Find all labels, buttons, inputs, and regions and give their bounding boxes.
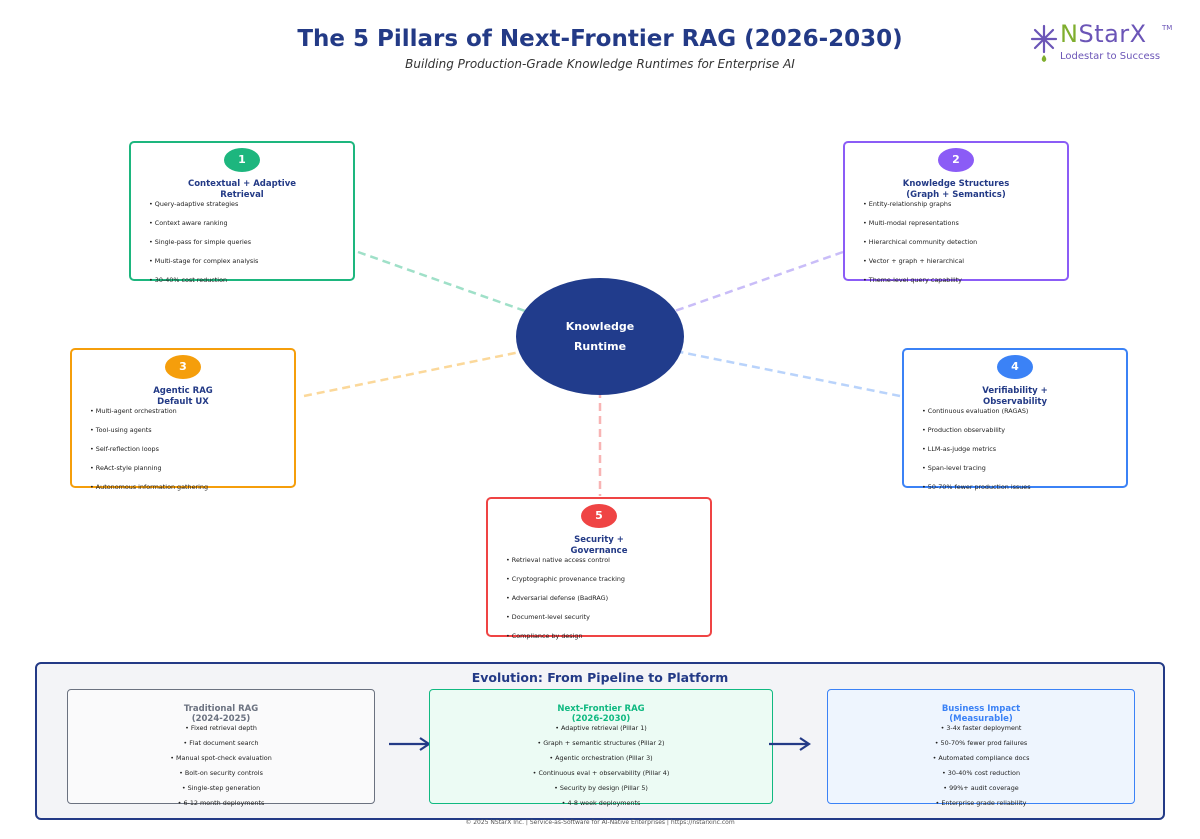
list-item: • Vector + graph + hierarchical (863, 257, 965, 265)
list-item: • Self-reflection loops (90, 445, 159, 453)
pillar-bullets: • Multi-agent orchestration • Tool-using… (90, 407, 208, 502)
list-item: • Graph + semantic structures (Pillar 2) (537, 739, 665, 747)
page-subtitle: Building Production-Grade Knowledge Runt… (405, 57, 795, 71)
list-item: • 30-40% cost reduction (149, 276, 228, 284)
list-item: • Retrieval native access control (506, 556, 610, 564)
page-title: The 5 Pillars of Next-Frontier RAG (2026… (297, 26, 903, 52)
list-item: • 30-40% cost reduction (941, 769, 1021, 777)
list-item: • 50-70% fewer prod failures (934, 739, 1028, 747)
list-item: • Document-level security (506, 613, 590, 621)
list-item: • 50-70% fewer production issues (922, 483, 1031, 491)
hub-label-line2: Runtime (573, 339, 627, 353)
pillar-bullets: • Entity-relationship graphs • Multi-mod… (863, 200, 977, 295)
logo-tagline: Lodestar to Success (1060, 51, 1161, 62)
list-item: • Single-step generation (181, 784, 261, 792)
pillar-card-2: 2 Knowledge Structures(Graph + Semantics… (843, 141, 1069, 284)
list-item: • Cryptographic provenance tracking (506, 575, 625, 583)
pillar-number-badge: 2 (938, 148, 974, 172)
stage-bullets: • Fixed retrieval depth • Flat document … (68, 724, 374, 814)
connector-pillar-2 (671, 250, 844, 314)
pillar-number-badge: 3 (165, 355, 201, 379)
list-item: • Fixed retrieval depth (185, 724, 257, 732)
list-item: • Tool-using agents (90, 426, 152, 434)
connector-pillar-1 (357, 250, 529, 314)
stage-card-traditional: Traditional RAG(2024-2025) • Fixed retri… (67, 689, 375, 807)
pillar-card-4: 4 Verifiability +Observability • Continu… (902, 348, 1128, 491)
knowledge-runtime-hub: Knowledge Runtime (516, 278, 684, 395)
logo-wordmark: NStarX (1060, 20, 1147, 48)
list-item: • Autonomous information gathering (90, 483, 209, 491)
list-item: • Security by design (Pillar 5) (554, 784, 648, 792)
pillar-card-5: 5 Security +Governance • Retrieval nativ… (486, 497, 712, 640)
pillar-number-badge: 4 (997, 355, 1033, 379)
stage-title: Business Impact(Measurable) (941, 704, 1021, 724)
list-item: • 4-8 week deployments (561, 799, 641, 807)
arrow-right-icon (389, 737, 431, 751)
list-item: • Query-adaptive strategies (149, 200, 239, 208)
list-item: • Agentic orchestration (Pillar 3) (549, 754, 653, 762)
list-item: • Continuous evaluation (RAGAS) (922, 407, 1029, 415)
stage-title: Traditional RAG(2024-2025) (183, 704, 259, 724)
list-item: • Multi-stage for complex analysis (149, 257, 259, 265)
list-item: • Flat document search (183, 739, 259, 747)
list-item: • Manual spot-check evaluation (170, 754, 272, 762)
list-item: • ReAct-style planning (90, 464, 162, 472)
stage-bullets: • 3-4x faster deployment • 50-70% fewer … (828, 724, 1134, 814)
list-item: • Entity-relationship graphs (863, 200, 952, 208)
list-item: • Automated compliance docs (932, 754, 1030, 762)
pillar-bullets: • Continuous evaluation (RAGAS) • Produc… (922, 407, 1031, 502)
list-item: • Context aware ranking (149, 219, 228, 227)
list-item: • Single-pass for simple queries (149, 238, 252, 246)
list-item: • 6-12 month deployments (177, 799, 265, 807)
pillar-number-badge: 1 (224, 148, 260, 172)
arrow-right-icon (769, 737, 811, 751)
list-item: • Span-level tracing (922, 464, 986, 472)
hub-label-line1: Knowledge (565, 319, 635, 333)
pillar-bullets: • Retrieval native access control • Cryp… (506, 556, 625, 651)
list-item: • Multi-agent orchestration (90, 407, 177, 415)
list-item: • Enterprise grade reliability (935, 799, 1027, 807)
list-item: • Adaptive retrieval (Pillar 1) (555, 724, 647, 732)
list-item: • Compliance by design (506, 632, 583, 640)
list-item: • Hierarchical community detection (863, 238, 978, 246)
evolution-panel: Evolution: From Pipeline to Platform Tra… (35, 662, 1165, 820)
asterisk-star-icon (1030, 24, 1058, 62)
stage-card-business-impact: Business Impact(Measurable) • 3-4x faste… (827, 689, 1135, 807)
evolution-title: Evolution: From Pipeline to Platform (471, 670, 729, 685)
list-item: • Multi-modal representations (863, 219, 959, 227)
list-item: • Production observability (922, 426, 1006, 434)
list-item: • Theme-level query capability (863, 276, 962, 284)
page-footer: © 2025 NStarX Inc. | Service-as-Software… (465, 819, 735, 826)
pillar-bullets: • Query-adaptive strategies • Context aw… (149, 200, 258, 295)
pillar-title: Knowledge Structures(Graph + Semantics) (902, 179, 1010, 200)
connector-pillar-4 (679, 350, 901, 398)
list-item: • Continuous eval + observability (Pilla… (532, 769, 670, 777)
list-item: • 99%+ audit coverage (943, 784, 1019, 792)
nstarx-logo: NStarX TM Lodestar to Success (1030, 20, 1180, 66)
pillar-title: Security +Governance (570, 535, 628, 556)
pillar-number-badge: 5 (581, 504, 617, 528)
list-item: • Adversarial defense (BadRAG) (506, 594, 609, 602)
list-item: • 3-4x faster deployment (940, 724, 1022, 732)
stage-title: Next-Frontier RAG(2026-2030) (557, 704, 645, 724)
list-item: • Bolt-on security controls (179, 769, 263, 777)
pillar-title: Verifiability +Observability (982, 386, 1048, 407)
connector-pillar-3 (303, 350, 521, 398)
list-item: • LLM-as-judge metrics (922, 445, 997, 453)
stage-bullets: • Adaptive retrieval (Pillar 1) • Graph … (430, 724, 772, 814)
stage-card-next-frontier: Next-Frontier RAG(2026-2030) • Adaptive … (429, 689, 773, 807)
logo-trademark: TM (1162, 24, 1173, 32)
